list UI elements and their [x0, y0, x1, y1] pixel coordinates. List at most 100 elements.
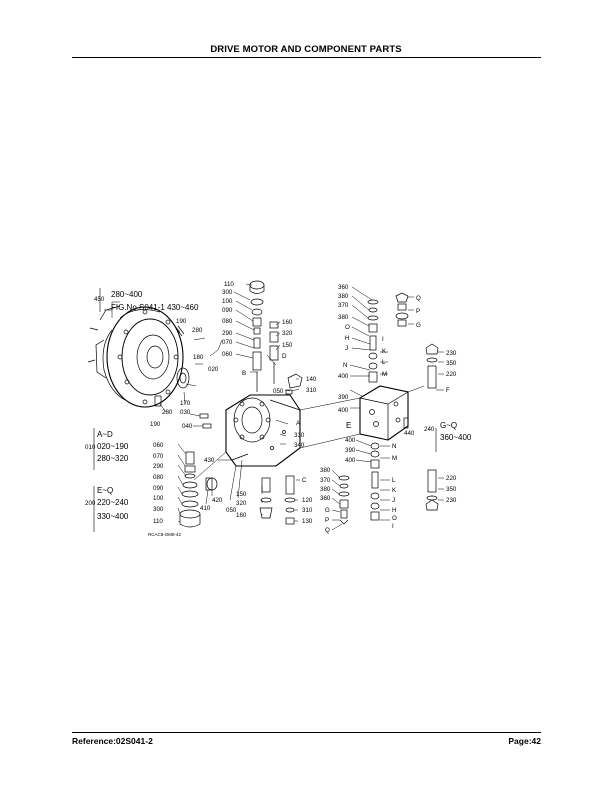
callout: 150 — [236, 491, 247, 498]
callout: 120 — [302, 497, 313, 504]
callout: 310 — [306, 387, 317, 394]
callout: 370 — [338, 302, 349, 309]
group-240-label: 240 — [424, 426, 435, 433]
callout: 090 — [222, 307, 233, 314]
group-010-label: 010 — [85, 444, 96, 451]
callout: B — [242, 370, 246, 377]
callout: 300 — [222, 289, 233, 296]
callout: 390 — [338, 394, 349, 401]
callout: 400 — [338, 373, 349, 380]
callout: J — [392, 497, 395, 504]
callout: 180 — [193, 354, 204, 361]
callout: 360 — [320, 495, 331, 502]
callout: K — [382, 348, 387, 355]
callout: 330 — [294, 432, 305, 439]
callout: 400 — [345, 437, 356, 444]
valve-block-drawing — [359, 385, 409, 441]
callout: 400 — [338, 407, 349, 414]
group-010-line2: 280~320 — [97, 454, 129, 463]
callout: 070 — [153, 453, 164, 460]
group-450-line1: 280~400 — [111, 290, 143, 299]
callout: 230 — [446, 350, 457, 357]
reference-number: Reference:02S041-2 — [72, 736, 153, 746]
callout: K — [392, 487, 397, 494]
group-450-label: 450 — [94, 296, 105, 303]
callout: 160 — [236, 512, 247, 519]
callout: 390 — [345, 447, 356, 454]
callout: 070 — [222, 339, 233, 346]
callout: 170 — [180, 400, 191, 407]
callout: P — [416, 308, 420, 315]
callout: 360 — [338, 284, 349, 291]
callout: I — [392, 523, 394, 530]
callout: 030 — [180, 409, 191, 416]
callout: 410 — [200, 505, 211, 512]
callout: 220 — [446, 371, 457, 378]
callout: M — [382, 371, 387, 378]
header-rule — [72, 57, 541, 58]
callout: 370 — [320, 477, 331, 484]
callout: A — [296, 420, 301, 427]
callout: 220 — [446, 475, 457, 482]
callout: 060 — [153, 442, 164, 449]
callout: Q — [416, 295, 421, 302]
callout: 150 — [282, 342, 293, 349]
callout: 380 — [338, 314, 349, 321]
page-title: DRIVE MOTOR AND COMPONENT PARTS — [210, 44, 402, 55]
callout: 140 — [306, 376, 317, 383]
callout: 160 — [282, 319, 293, 326]
callout: H — [345, 335, 349, 342]
callout: 060 — [222, 351, 233, 358]
callout: 230 — [446, 497, 457, 504]
callout: J — [345, 345, 348, 352]
group-200-label: 200 — [85, 500, 96, 507]
footer-rule — [72, 732, 541, 733]
callout: 420 — [212, 497, 223, 504]
callout: N — [343, 362, 347, 369]
group-240-line1: G~Q — [440, 421, 457, 430]
callout: 380 — [320, 467, 331, 474]
callout: 190 — [150, 421, 161, 428]
callout: 110 — [153, 518, 163, 525]
callout: 350 — [446, 486, 457, 493]
callout: 040 — [182, 423, 193, 430]
group-ad-header: A~D — [97, 430, 113, 439]
group-200-line2: 330~400 — [97, 512, 129, 521]
callout: 440 — [404, 430, 415, 437]
callout: C — [302, 477, 307, 484]
callout: Q — [325, 527, 330, 534]
callout: I — [382, 336, 384, 343]
page-number: Page:42 — [508, 736, 541, 746]
callout: 340 — [294, 442, 305, 449]
callout: N — [392, 443, 396, 450]
callout: L — [392, 477, 396, 484]
center-block-drawing — [225, 394, 301, 467]
callout: O — [392, 515, 397, 522]
group-240-line2: 360~400 — [440, 433, 472, 442]
callout: 080 — [222, 318, 233, 325]
callout: G — [325, 507, 330, 514]
drawing-code: RCAC8-OM8-42 — [148, 532, 182, 537]
callout: O — [345, 324, 350, 331]
callout: 100 — [222, 298, 233, 305]
callout: 290 — [153, 463, 164, 470]
callout: 280 — [162, 409, 173, 416]
callout: L — [382, 359, 386, 366]
motor-housing-drawing — [87, 305, 184, 408]
callout: 320 — [282, 330, 293, 337]
callout: 050 — [226, 507, 237, 514]
callout-labels: 110 300 100 090 080 290 070 060 160 320 … — [150, 281, 457, 534]
callout: 190 — [176, 318, 187, 325]
callout: 350 — [446, 360, 457, 367]
callout: 090 — [153, 485, 164, 492]
group-eq-header: E~Q — [97, 486, 113, 495]
group-010-line1: 020~190 — [97, 442, 129, 451]
callout: M — [392, 455, 397, 462]
callout: H — [392, 507, 396, 514]
callout: G — [416, 322, 421, 329]
callout: 290 — [222, 330, 233, 337]
callout: 300 — [153, 506, 164, 513]
callout: 280 — [192, 327, 203, 334]
callout: P — [325, 517, 329, 524]
